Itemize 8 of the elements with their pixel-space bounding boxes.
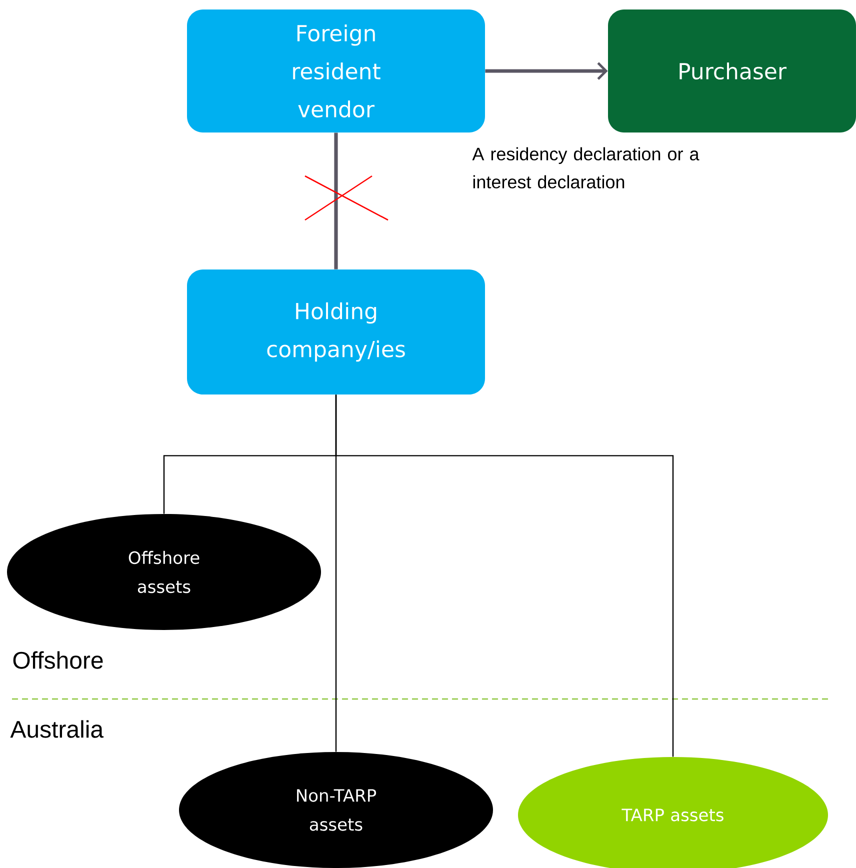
region-label: Australia [10,720,104,738]
connector [485,62,608,80]
connector [335,394,674,757]
process-box: Holding company/ies [187,270,485,394]
edge-label: A residency declaration or a interest declaration [472,147,700,188]
process-box: Purchaser [608,10,856,132]
process-box: Foreign resident vendor [187,10,485,132]
connector [334,132,338,270]
